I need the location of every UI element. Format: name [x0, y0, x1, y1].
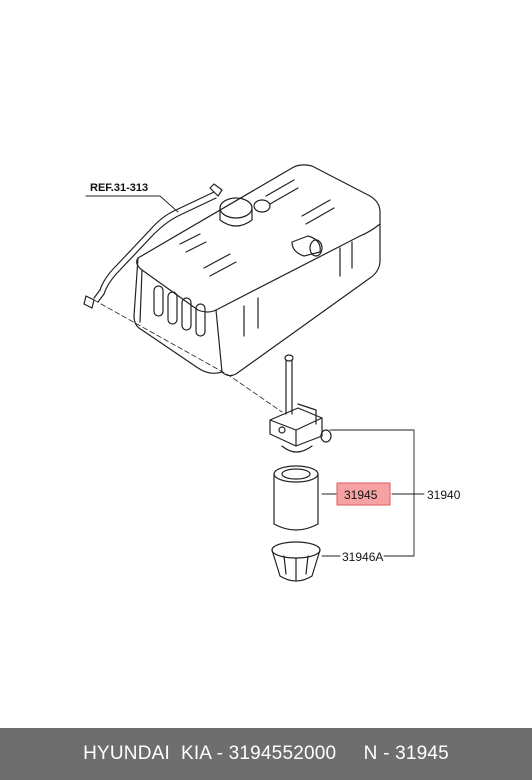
ref-label: REF.31-313 [90, 182, 148, 194]
filter-head [269, 354, 332, 453]
parts-diagram: REF.31-313 31945 31940 31946A [83, 164, 461, 582]
highlight-box [336, 482, 391, 506]
fuel-tank [133, 164, 381, 377]
fuel-filter [273, 465, 319, 531]
part-label-31945: 31945 [344, 488, 378, 502]
part-label-31946a: 31946A [342, 550, 383, 564]
footer-text: HYUNDAI KIA - 3194552000 N - 31945 [83, 743, 449, 764]
part-label-31940: 31940 [427, 488, 461, 502]
fuel-line [83, 183, 223, 309]
filter-cup [271, 541, 321, 582]
footer-bar: HYUNDAI KIA - 3194552000 N - 31945 [0, 728, 532, 780]
